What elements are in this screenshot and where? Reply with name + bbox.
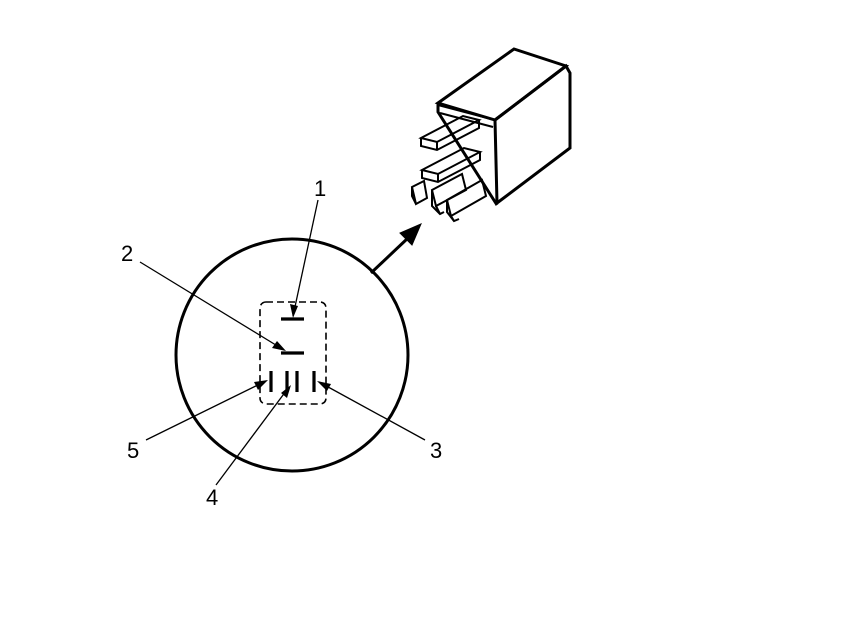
leader-line-5 xyxy=(145,380,267,441)
leader-lines xyxy=(139,199,426,486)
callout-5: 5 xyxy=(127,438,139,463)
relay-blade-middle xyxy=(419,146,483,184)
leader-line-4 xyxy=(215,386,290,486)
magnified-connector-circle xyxy=(174,237,410,473)
leader-line-3 xyxy=(318,381,426,441)
relay-right-face xyxy=(493,63,572,206)
callout-2: 2 xyxy=(121,241,133,266)
callout-3: 3 xyxy=(430,438,442,463)
callout-labels: 1 2 3 4 5 xyxy=(121,176,442,510)
relay-blade-left xyxy=(410,179,429,206)
callout-4: 4 xyxy=(206,485,218,510)
pointer-arrow-icon xyxy=(369,223,422,275)
leader-line-2 xyxy=(139,261,285,351)
callout-1: 1 xyxy=(314,176,326,201)
leader-line-1 xyxy=(292,199,319,317)
relay-blade-right xyxy=(445,178,488,223)
relay-icon xyxy=(410,47,572,223)
relay-front-edge xyxy=(437,104,498,204)
connector-terminals xyxy=(269,317,316,392)
connector-face-outline xyxy=(259,301,327,405)
relay-blade-top xyxy=(418,114,482,152)
